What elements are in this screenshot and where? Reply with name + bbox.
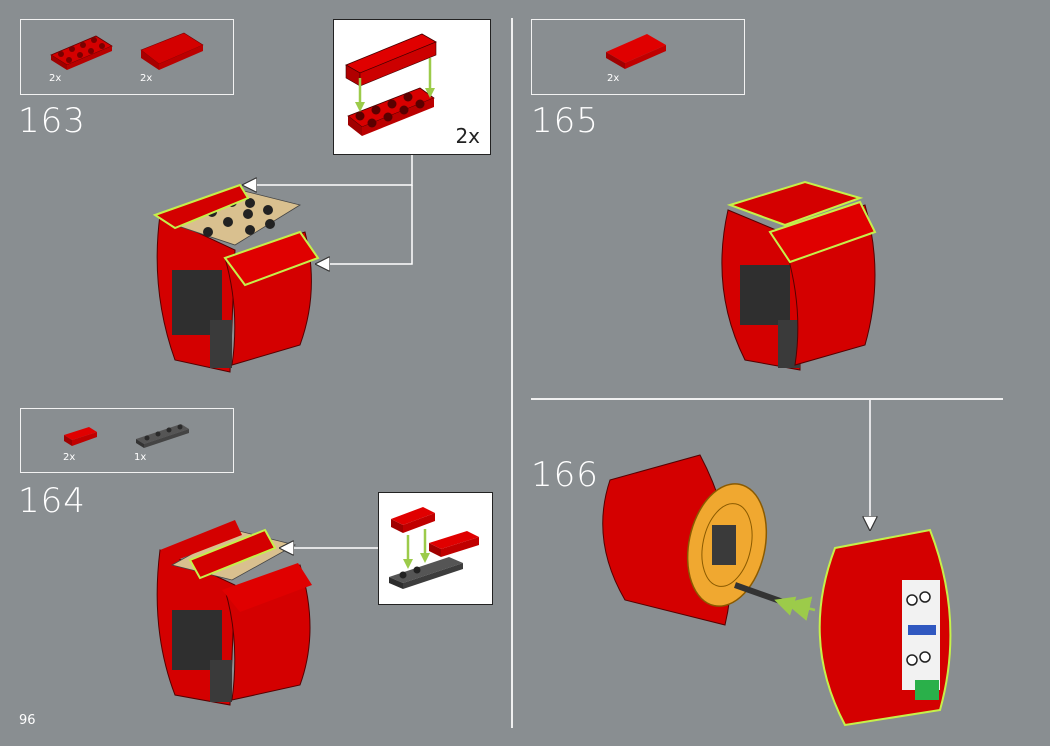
part-qty: 2x: [63, 452, 76, 463]
step-number-163: 163: [18, 101, 86, 141]
part-qty: 2x: [607, 73, 620, 84]
parts-list-163: 2x 2x: [20, 19, 234, 95]
callout-qty: 2x: [455, 124, 480, 148]
sub-assembly-illustration: [389, 507, 479, 589]
parts-list-165: 2x: [531, 19, 745, 95]
axle: [733, 582, 802, 611]
vertical-divider: [511, 18, 513, 728]
part-qty: 2x: [49, 73, 62, 84]
red-tile-icon: [606, 34, 666, 69]
grey-plate-icon: [136, 424, 189, 448]
sub-assembly-illustration: [345, 33, 437, 136]
parts-165-illustration: [606, 34, 666, 69]
page-number: 96: [19, 713, 36, 728]
sub-assembly-callout-163: 2x: [333, 19, 491, 155]
step-number-164: 164: [18, 481, 86, 521]
callout-arrow-163: [245, 155, 413, 264]
model-step-166: [602, 454, 952, 727]
model-step-164: [156, 520, 312, 706]
step-number-165: 165: [531, 101, 599, 141]
model-step-165: [721, 180, 877, 371]
parts-list-164: 2x 1x: [20, 408, 234, 473]
green-arrow-icon: [355, 58, 435, 112]
horizontal-divider: [531, 398, 1003, 400]
sub-assembly-callout-164: [378, 492, 493, 605]
red-curved-slope-icon: [140, 32, 204, 70]
red-plate-icon: [50, 35, 113, 70]
parts-163-illustration: [50, 32, 204, 70]
step-number-166: 166: [531, 455, 599, 495]
parts-164-illustration: [64, 424, 189, 448]
part-qty: 1x: [134, 452, 147, 463]
gold-wheel: [686, 483, 768, 607]
part-qty: 2x: [140, 73, 153, 84]
red-tile-icon: [64, 427, 97, 446]
model-step-163: [152, 183, 320, 373]
